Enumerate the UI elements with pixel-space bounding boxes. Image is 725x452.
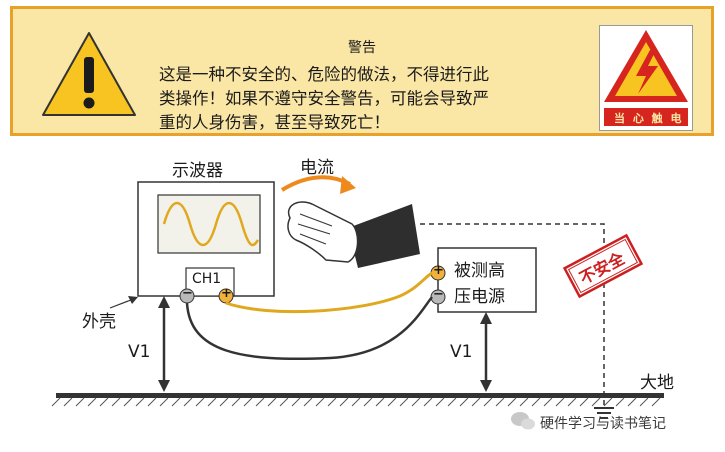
source-plus-symbol: + bbox=[433, 263, 444, 278]
current-arrowhead bbox=[340, 176, 356, 194]
warning-text-line: 类操作！如果不遵守安全警告，可能会导致严 bbox=[159, 89, 489, 108]
warning-text-line: 重的人身伤害，甚至导致死亡！ bbox=[159, 113, 390, 132]
ground-surface bbox=[56, 393, 664, 398]
voltage-left-label: V1 bbox=[128, 342, 151, 362]
hand-sleeve bbox=[348, 204, 420, 268]
earth-ground-icon bbox=[594, 407, 614, 419]
waveform-trace bbox=[162, 202, 260, 247]
ground-label: 大地 bbox=[640, 373, 674, 393]
shock-warning-label: 当 心 触 电 bbox=[614, 112, 684, 125]
warning-text-line: 这是一种不安全的、危险的做法，不得进行此 bbox=[159, 65, 489, 84]
exclamation-triangle-icon bbox=[42, 32, 136, 116]
ground-hatching bbox=[51, 397, 661, 407]
warning-title: 警告 bbox=[348, 40, 376, 56]
earth-dashed-line bbox=[420, 223, 605, 406]
voltage-right-label: V1 bbox=[450, 342, 473, 362]
wechat-icon bbox=[511, 412, 535, 430]
watermark-text: 硬件学习与读书笔记 bbox=[540, 416, 666, 432]
source-label-line1: 被测高 bbox=[454, 261, 505, 281]
warning-panel: 警告 这是一种不安全的、危险的做法，不得进行此 类操作！如果不遵守安全警告，可能… bbox=[10, 6, 714, 136]
current-label: 电流 bbox=[300, 158, 334, 178]
ground-clip-wire bbox=[185, 296, 433, 361]
oscilloscope-plus-symbol: + bbox=[221, 286, 232, 301]
shock-warning-badge: 当 心 触 电 bbox=[604, 108, 688, 126]
source-label-line2: 压电源 bbox=[454, 287, 505, 307]
channel-label: CH1 bbox=[192, 271, 222, 287]
current-arrow bbox=[280, 175, 351, 192]
high-voltage-icon bbox=[604, 30, 688, 102]
unsafe-stamp bbox=[562, 233, 644, 299]
oscilloscope-label: 示波器 bbox=[172, 161, 223, 181]
shock-warning-sign: 当 心 触 电 bbox=[599, 25, 693, 131]
oscilloscope-minus-symbol: − bbox=[182, 286, 193, 301]
source-minus-symbol: − bbox=[433, 287, 444, 302]
shell-label: 外壳 bbox=[82, 312, 116, 332]
probe-wire bbox=[225, 271, 433, 314]
high-voltage-source-box bbox=[437, 247, 537, 313]
